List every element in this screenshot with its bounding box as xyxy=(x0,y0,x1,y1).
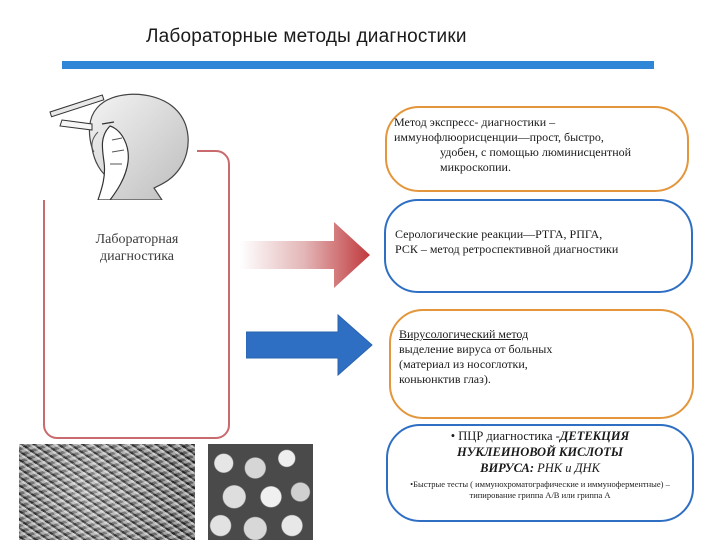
box1-line3: удобен, с помощью люминисцентной xyxy=(440,145,632,159)
box3-line1: Вирусологический метод xyxy=(399,327,529,341)
box4-line1-emph: ДЕТЕКЦИЯ xyxy=(559,429,630,443)
box1-line2: иммунофлюорисценции—прост, быстро, xyxy=(394,130,604,144)
express-diagnostics-box: Метод экспресс- диагностики – иммунофлюо… xyxy=(385,106,689,192)
title-underline-bar xyxy=(62,61,654,69)
slide-title: Лабораторные методы диагностики xyxy=(146,26,467,47)
lab-label-line2: диагностика xyxy=(99,249,175,264)
box2-line1: Серологические реакции—РТГА, РПГА, xyxy=(395,227,603,241)
red-arrow xyxy=(240,222,370,288)
box4-line3-rest: РНК и ДНК xyxy=(534,461,600,475)
blue-arrow xyxy=(246,313,373,377)
nasal-swab-photo xyxy=(42,88,197,201)
box2-line2: РСК – метод ретроспективной диагностики xyxy=(395,242,619,256)
box3-line2: выделение вируса от больных xyxy=(399,342,553,356)
serology-box: Серологические реакции—РТГА, РПГА, РСК –… xyxy=(384,199,693,293)
box4-line1-prefix: • ПЦР диагностика - xyxy=(450,429,560,443)
cell-culture-micrograph-image xyxy=(208,444,313,540)
virology-box: Вирусологический метод выделение вируса … xyxy=(389,309,694,419)
box1-line1: Метод экспресс- диагностики – xyxy=(394,115,556,129)
lab-diagnostics-label: Лабораторная диагностика xyxy=(62,231,212,265)
lab-label-line1: Лабораторная xyxy=(95,232,179,247)
box1-line4: микроскопии. xyxy=(440,160,511,174)
box3-line4: коньюнктив глаз). xyxy=(399,372,491,386)
box3-line3: (материал из носоглотки, xyxy=(399,357,528,371)
box4-rapid-tests-note: •Быстрые тесты ( иммунохроматографически… xyxy=(410,479,670,500)
box4-line3-emph: ВИРУСА: xyxy=(480,461,534,475)
virus-micrograph-image xyxy=(19,444,195,540)
pcr-box: • ПЦР диагностика -ДЕТЕКЦИЯ НУКЛЕИНОВОЙ … xyxy=(386,424,694,522)
box4-line2: НУКЛЕИНОВОЙ КИСЛОТЫ xyxy=(457,445,623,459)
